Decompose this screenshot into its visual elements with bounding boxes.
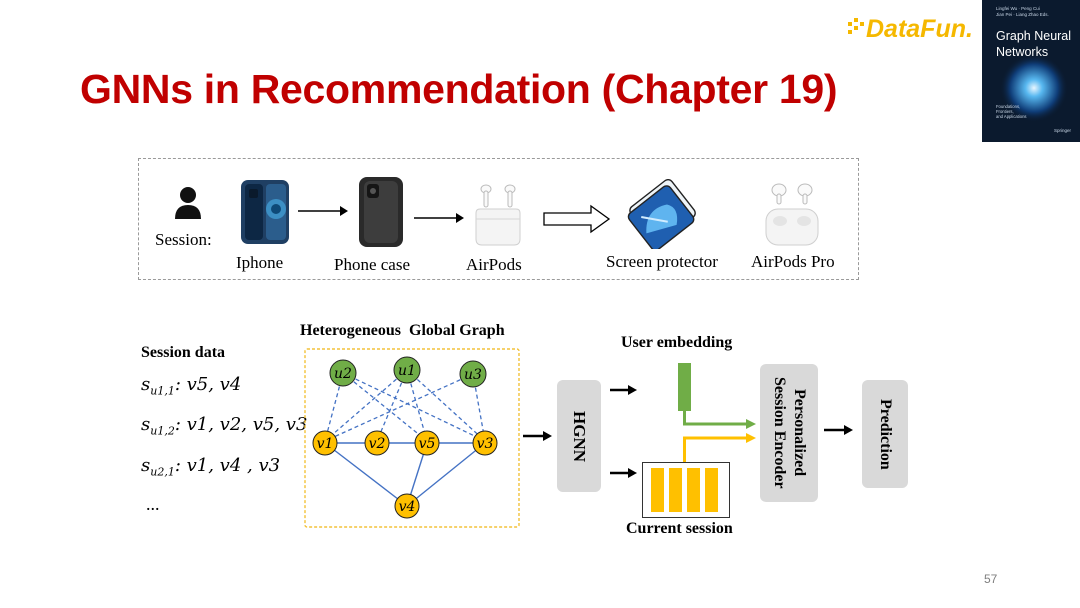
book-subtitle: Foundations, bbox=[996, 104, 1020, 109]
heterogeneous-global-graph: u2 u1 u3 v1 v2 v5 v3 v4 bbox=[304, 348, 520, 528]
page-number: 57 bbox=[984, 572, 998, 586]
session-data-row: su1,1: v5, v4 bbox=[141, 374, 242, 398]
svg-text:u2: u2 bbox=[334, 366, 352, 382]
airpods-image bbox=[475, 184, 521, 246]
book-authors-2: Jian Pei · Liang Zhao Eds. bbox=[996, 12, 1049, 17]
item-label-screen-protector: Screen protector bbox=[606, 252, 718, 271]
hollow-arrow-icon bbox=[543, 204, 611, 234]
svg-text:v4: v4 bbox=[399, 499, 416, 515]
user-node-u1: u1 bbox=[393, 356, 421, 384]
hgnn-box: HGNN bbox=[557, 380, 601, 492]
graph-title: Heterogeneous Global Graph bbox=[300, 322, 505, 339]
book-publisher: Springer bbox=[1054, 128, 1072, 133]
book-cover-art: Lingfei Wu · Peng Cui Jian Pei · Liang Z… bbox=[982, 0, 1080, 142]
session-data-row: su1,2: v1, v2, v5, v3 bbox=[141, 414, 308, 438]
item-node-v2: v2 bbox=[364, 430, 390, 456]
user-node-u3: u3 bbox=[459, 360, 487, 388]
user-item-edges bbox=[324, 369, 486, 442]
arrow-right-icon bbox=[414, 213, 464, 223]
item-node-v3: v3 bbox=[472, 430, 498, 456]
item-label-airpods: AirPods bbox=[466, 255, 522, 274]
arrow-right-icon bbox=[523, 431, 552, 441]
svg-text:v2: v2 bbox=[369, 436, 386, 452]
prediction-label: Prediction bbox=[877, 398, 894, 470]
book-subtitle-3: and Applications bbox=[996, 114, 1027, 119]
item-label-phone-case: Phone case bbox=[334, 255, 411, 274]
arrow-right-icon bbox=[298, 206, 348, 216]
session-data-row: su2,1: v1, v4 , v3 bbox=[141, 455, 281, 479]
session-data-ellipsis: ... bbox=[146, 494, 160, 514]
arrow-right-icon bbox=[824, 425, 853, 435]
user-embedding-connector bbox=[683, 411, 748, 426]
arrow-right-icon bbox=[610, 385, 637, 395]
book-title: Graph Neural bbox=[996, 29, 1071, 43]
svg-text:v5: v5 bbox=[419, 436, 436, 452]
hgnn-label: HGNN bbox=[570, 410, 589, 462]
current-session-label: Current session bbox=[626, 520, 733, 537]
item-node-v1: v1 bbox=[312, 430, 338, 456]
slide-title: GNNs in Recommendation (Chapter 19) bbox=[80, 66, 838, 112]
item-node-v4: v4 bbox=[394, 493, 420, 519]
current-session-items bbox=[651, 468, 718, 512]
iphone-image bbox=[241, 180, 289, 244]
user-embedding-bar bbox=[678, 363, 691, 411]
session-example-box bbox=[138, 158, 859, 280]
graph-boundary bbox=[304, 348, 520, 528]
prediction-box: Prediction bbox=[862, 380, 908, 488]
book-authors: Lingfei Wu · Peng Cui bbox=[996, 6, 1040, 11]
user-node-u2: u2 bbox=[329, 359, 357, 387]
book-title-2: Networks bbox=[996, 45, 1048, 59]
arrow-right-icon bbox=[610, 468, 637, 478]
datafun-logo: DataFun. bbox=[846, 10, 976, 44]
session-label: Session: bbox=[155, 230, 212, 249]
book-subtitle-2: Frontiers, bbox=[996, 109, 1014, 114]
datafun-logo-icon: DataFun. bbox=[848, 15, 973, 43]
phone-case-image bbox=[359, 177, 403, 247]
user-icon bbox=[175, 187, 201, 219]
svg-text:u1: u1 bbox=[398, 363, 416, 379]
screen-protector-image bbox=[627, 179, 696, 249]
svg-text:v3: v3 bbox=[477, 436, 494, 452]
item-node-v5: v5 bbox=[414, 430, 440, 456]
logo-text: DataFun. bbox=[866, 15, 973, 43]
embedding-flow bbox=[678, 363, 756, 462]
session-connector bbox=[683, 436, 748, 462]
svg-text:v1: v1 bbox=[317, 436, 334, 452]
book-cover: Lingfei Wu · Peng Cui Jian Pei · Liang Z… bbox=[982, 0, 1080, 142]
item-label-airpods-pro: AirPods Pro bbox=[751, 252, 835, 271]
session-data-title: Session data bbox=[141, 344, 226, 361]
svg-text:u3: u3 bbox=[464, 367, 482, 383]
user-embedding-label: User embedding bbox=[621, 334, 733, 351]
airpods-pro-image bbox=[765, 183, 819, 246]
item-label-iphone: Iphone bbox=[236, 253, 284, 272]
